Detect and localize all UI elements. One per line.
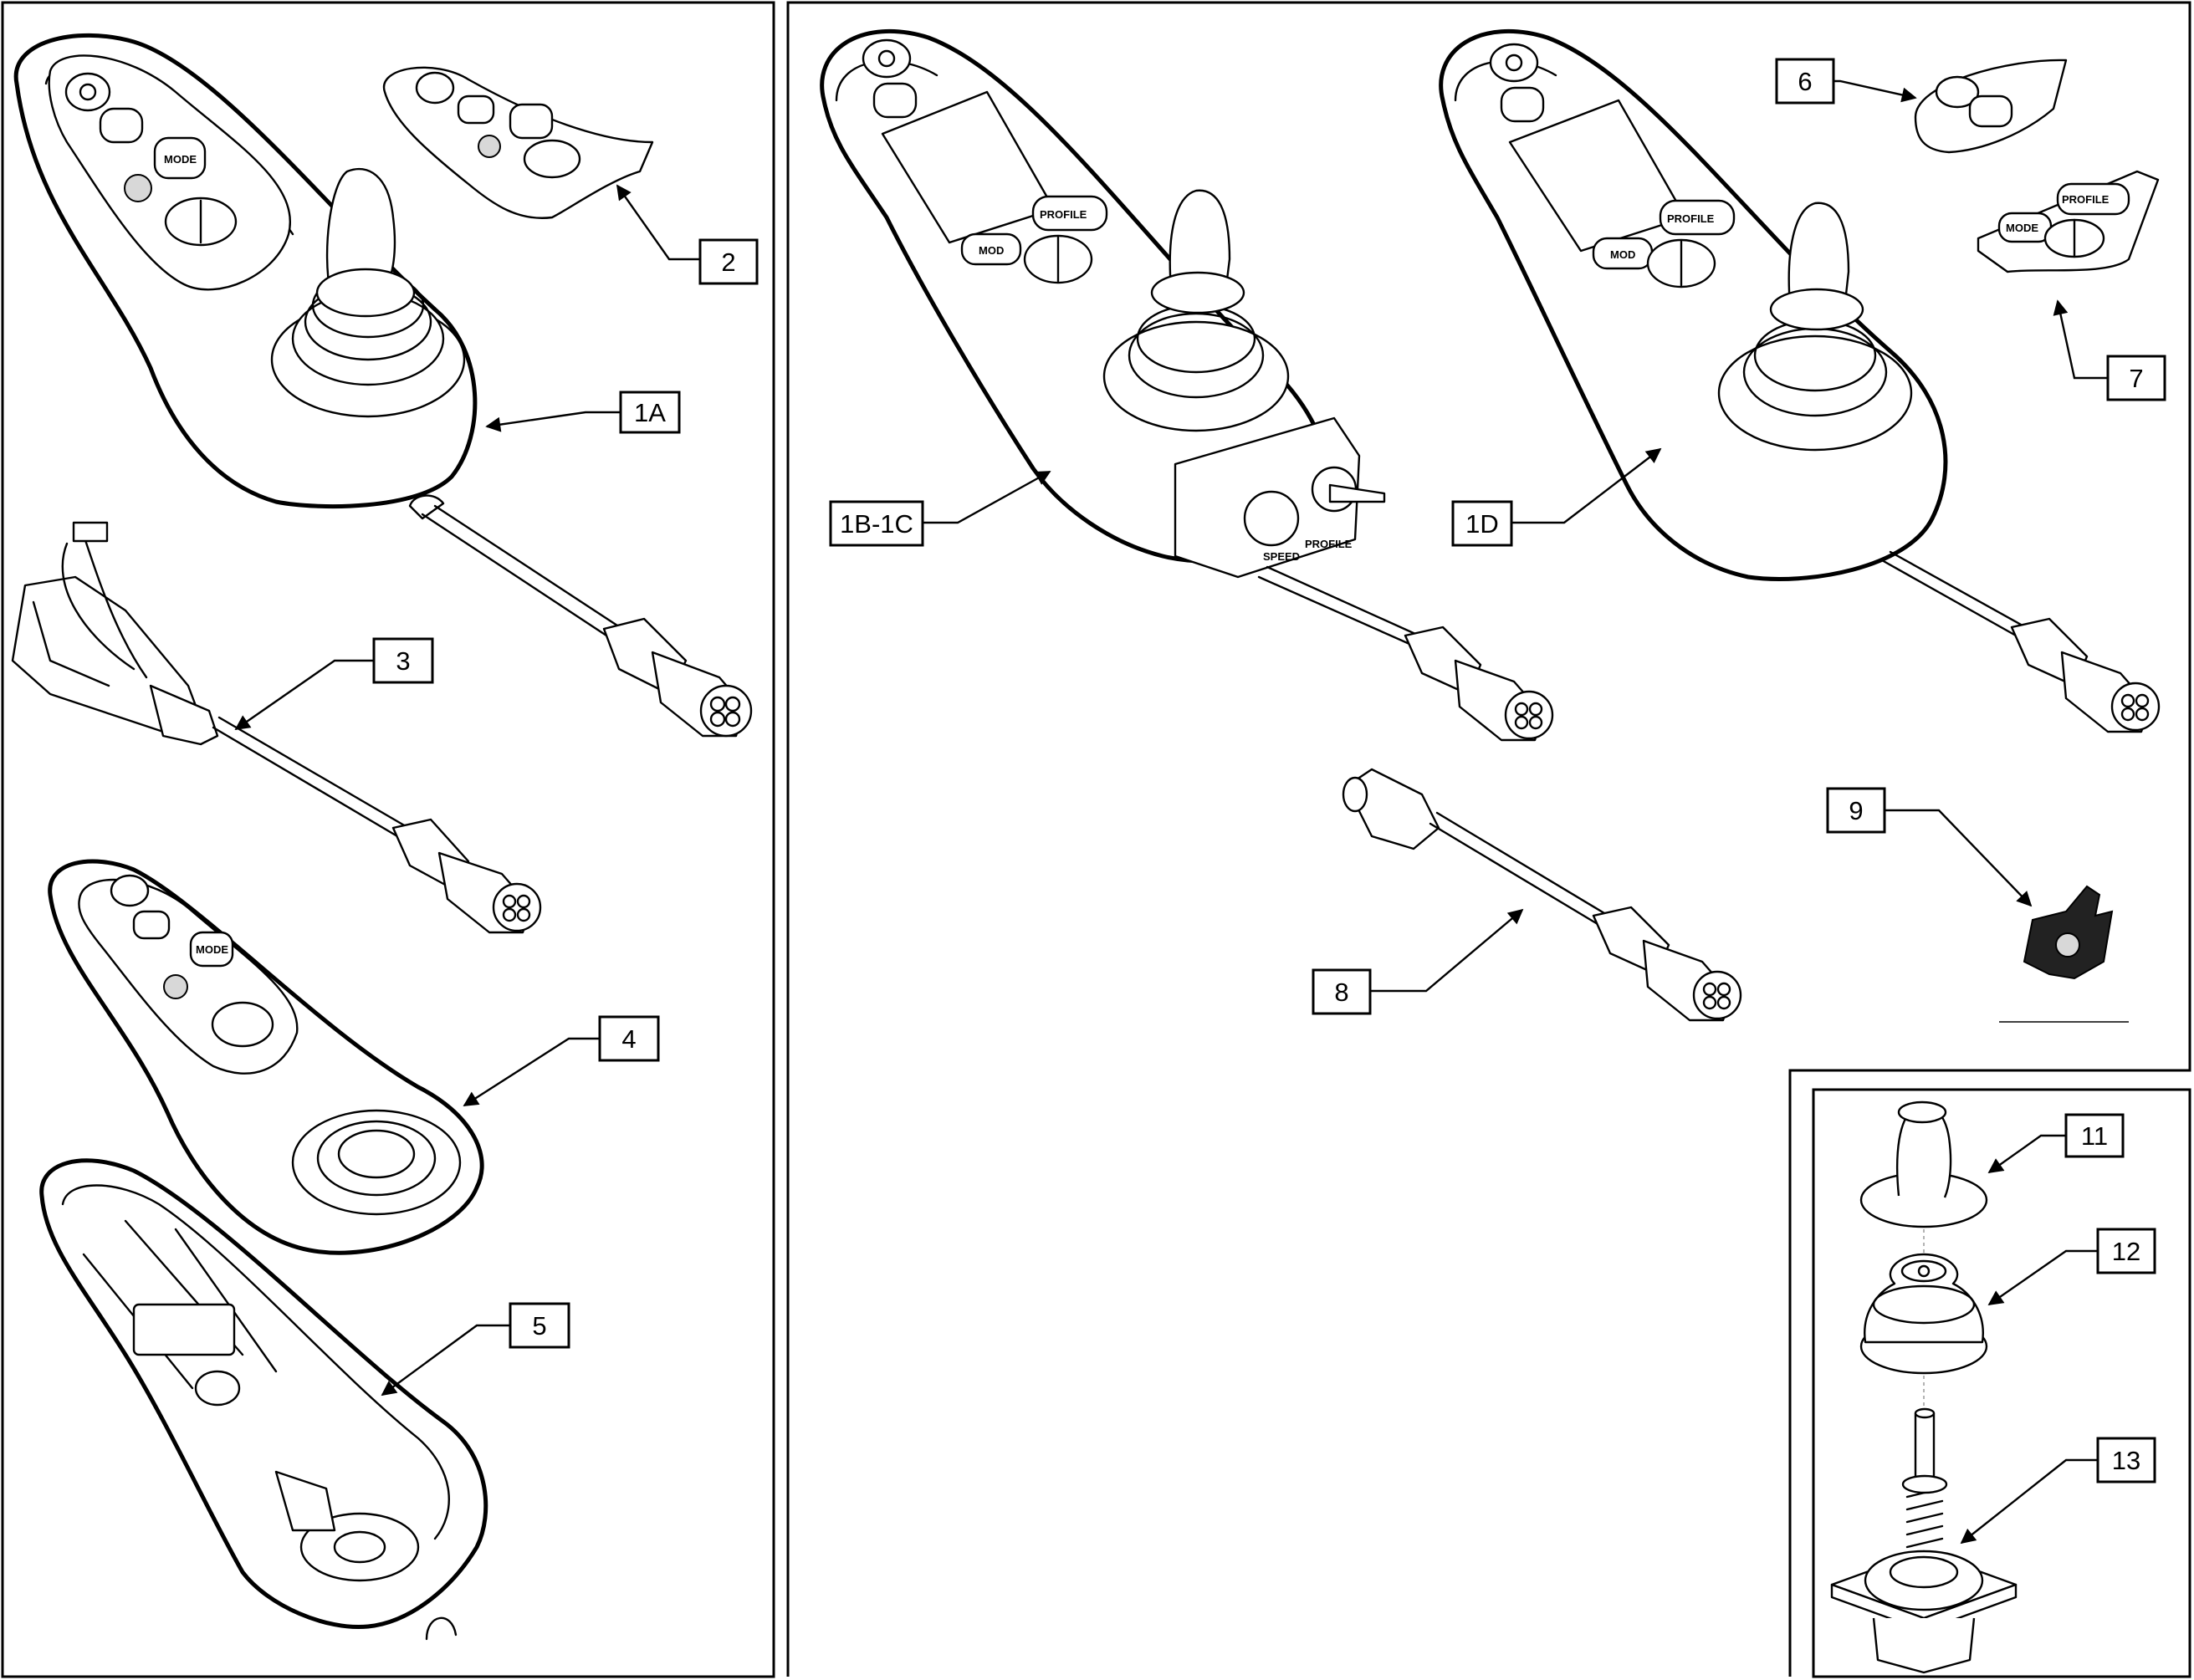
svg-text:1D: 1D xyxy=(1465,509,1499,539)
profile-button-label-7: PROFILE xyxy=(2062,193,2110,206)
svg-text:11: 11 xyxy=(2081,1121,2108,1151)
controller-1b-1c: MOD PROFILE SPEED PROFILE xyxy=(820,28,1554,742)
callout-6: 6 xyxy=(1775,58,1835,105)
profile-button-label: PROFILE xyxy=(1040,208,1087,221)
callout-4: 4 xyxy=(598,1015,660,1062)
svg-text:2: 2 xyxy=(721,248,735,277)
keypad-7: MODE PROFILE xyxy=(1977,170,2160,273)
callout-1a: 1A xyxy=(619,391,681,434)
svg-text:9: 9 xyxy=(1849,796,1863,825)
callout-9: 9 xyxy=(1826,787,1886,834)
knob-11 xyxy=(1859,1100,1988,1228)
callout-8: 8 xyxy=(1312,968,1372,1015)
mode-button-label-4: MODE xyxy=(196,943,228,956)
svg-text:8: 8 xyxy=(1334,978,1348,1007)
profile-button-label-1d: PROFILE xyxy=(1667,212,1715,225)
keypad-6 xyxy=(1914,59,2068,154)
inset-panel-frame xyxy=(1812,1088,2191,1678)
callout-3: 3 xyxy=(372,637,434,684)
callout-2: 2 xyxy=(698,238,759,285)
svg-text:6: 6 xyxy=(1798,67,1812,96)
clip-9 xyxy=(1999,885,2129,1023)
gaiter-12 xyxy=(1859,1253,1988,1375)
callout-11: 11 xyxy=(2064,1113,2125,1158)
svg-text:4: 4 xyxy=(621,1024,636,1054)
svg-text:3: 3 xyxy=(396,646,410,676)
mod-button-label: MOD xyxy=(979,244,1004,257)
callout-5: 5 xyxy=(509,1302,570,1349)
callout-1d: 1D xyxy=(1451,500,1513,547)
middle-panel-frame xyxy=(786,1,2191,1677)
cable-harness-3 xyxy=(11,521,542,934)
svg-text:13: 13 xyxy=(2112,1446,2140,1475)
gimbal-13 xyxy=(1830,1407,2018,1674)
svg-text:12: 12 xyxy=(2112,1237,2140,1266)
svg-text:7: 7 xyxy=(2129,364,2143,393)
controller-1d: MOD PROFILE xyxy=(1439,28,2161,733)
svg-text:1A: 1A xyxy=(634,398,666,427)
callout-13: 13 xyxy=(2096,1437,2156,1483)
extension-cable-8 xyxy=(1342,768,1742,1022)
profile-switch-label: PROFILE xyxy=(1305,538,1353,550)
joystick-controller-1a: MODE xyxy=(13,33,753,738)
callout-7: 7 xyxy=(2106,355,2166,401)
top-housing-4: MODE xyxy=(48,859,484,1255)
overlay-2 xyxy=(382,66,654,219)
mod-button-label-1d: MOD xyxy=(1610,248,1635,261)
speed-label: SPEED xyxy=(1263,550,1300,563)
mode-button-label: MODE xyxy=(164,153,197,166)
callout-1b-1c: 1B-1C xyxy=(829,500,924,547)
svg-text:5: 5 xyxy=(532,1311,546,1340)
callout-12: 12 xyxy=(2096,1228,2156,1274)
bottom-housing-5 xyxy=(39,1158,488,1641)
svg-text:1B-1C: 1B-1C xyxy=(840,509,913,539)
mode-button-label-7: MODE xyxy=(2006,222,2038,234)
left-panel-frame xyxy=(1,1,775,1678)
leader-lines xyxy=(234,79,2108,1545)
